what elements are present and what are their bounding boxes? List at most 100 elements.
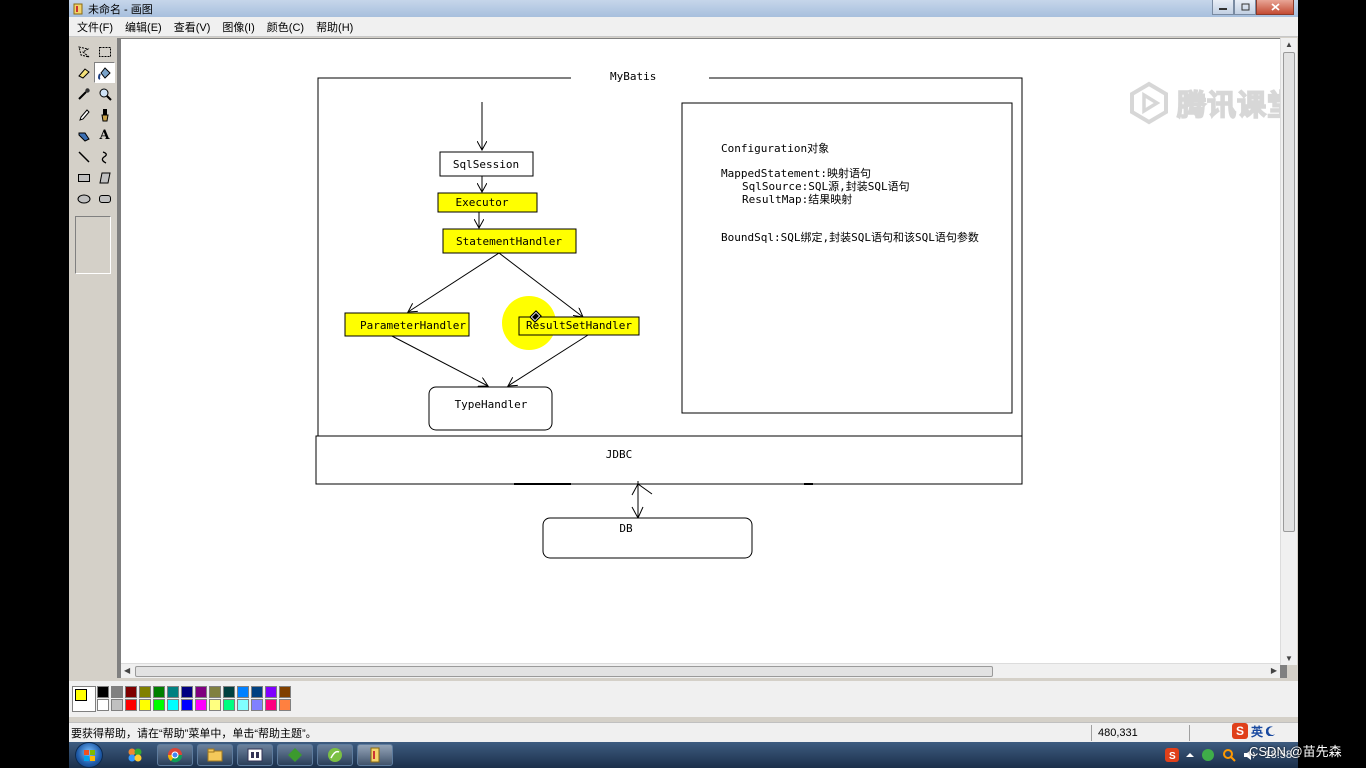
color-swatch[interactable] bbox=[167, 686, 179, 698]
menu-view[interactable]: 查看(V) bbox=[173, 21, 211, 34]
brush-tool-icon bbox=[100, 108, 109, 121]
color-swatch[interactable] bbox=[181, 699, 193, 711]
pinwheel-icon bbox=[128, 748, 142, 762]
color-swatch[interactable] bbox=[139, 686, 151, 698]
scroll-down-icon[interactable]: ▼ bbox=[1285, 654, 1293, 663]
pencil-tool-icon bbox=[78, 108, 90, 121]
ime-indicator[interactable]: S 英 bbox=[1232, 721, 1292, 741]
color-swatch[interactable] bbox=[265, 686, 277, 698]
close-button[interactable] bbox=[1256, 0, 1294, 15]
rounded-rect-tool[interactable] bbox=[94, 188, 115, 209]
db-box bbox=[542, 517, 753, 559]
color-swatch[interactable] bbox=[279, 686, 291, 698]
scroll-left-icon[interactable]: ◀ bbox=[124, 666, 131, 675]
color-swatch[interactable] bbox=[209, 686, 221, 698]
start-button[interactable] bbox=[75, 742, 103, 768]
rectangle-tool[interactable] bbox=[73, 167, 94, 188]
color-swatch[interactable] bbox=[111, 699, 123, 711]
paint-icon bbox=[370, 747, 380, 763]
sogou-tray-icon[interactable]: S bbox=[1165, 748, 1180, 762]
magnifier-tool[interactable] bbox=[94, 83, 115, 104]
title-bar[interactable]: 未命名 - 画图 bbox=[69, 0, 1298, 17]
color-swatch[interactable] bbox=[265, 699, 277, 711]
color-swatch[interactable] bbox=[195, 699, 207, 711]
taskbar-app-leaf[interactable] bbox=[317, 744, 353, 766]
line-tool[interactable] bbox=[73, 146, 94, 167]
color-swatch[interactable] bbox=[125, 699, 137, 711]
airbrush-tool[interactable] bbox=[73, 125, 94, 146]
taskbar-clock[interactable]: 18:58 bbox=[1264, 749, 1292, 761]
color-swatch[interactable] bbox=[279, 699, 291, 711]
taskbar-app-paint[interactable] bbox=[357, 744, 393, 766]
airbrush-tool-icon bbox=[78, 132, 90, 142]
menu-file[interactable]: 文件(F) bbox=[77, 21, 114, 34]
menu-edit[interactable]: 编辑(E) bbox=[125, 21, 162, 34]
color-picker-tool[interactable] bbox=[73, 83, 94, 104]
scroll-right-icon[interactable]: ▶ bbox=[1270, 666, 1277, 675]
color-swatch[interactable] bbox=[153, 699, 165, 711]
rect-select-tool[interactable] bbox=[94, 41, 115, 62]
taskbar-app-pinwheel[interactable] bbox=[117, 744, 153, 766]
close-icon bbox=[1270, 3, 1280, 11]
color-swatch[interactable] bbox=[181, 686, 193, 698]
brush-tool[interactable] bbox=[94, 104, 115, 125]
vertical-scrollbar[interactable]: ▲ ▼ bbox=[1280, 38, 1297, 665]
free-select-tool[interactable] bbox=[73, 41, 94, 62]
color-swatch[interactable] bbox=[167, 699, 179, 711]
ellipse-tool[interactable] bbox=[73, 188, 94, 209]
taskbar-app-media[interactable] bbox=[237, 744, 273, 766]
statementhandler-label: StatementHandler bbox=[456, 235, 562, 248]
maximize-button[interactable] bbox=[1234, 0, 1256, 15]
taskbar-app-green[interactable] bbox=[277, 744, 313, 766]
scroll-up-icon[interactable]: ▲ bbox=[1285, 40, 1293, 49]
color-swatch[interactable] bbox=[223, 699, 235, 711]
show-hidden-icons[interactable] bbox=[1186, 751, 1195, 759]
color-swatch[interactable] bbox=[97, 699, 109, 711]
color-swatch[interactable] bbox=[237, 686, 249, 698]
chrome-icon bbox=[167, 748, 183, 763]
network-tray-icon[interactable] bbox=[1201, 748, 1215, 762]
rect-select-tool-icon bbox=[98, 46, 111, 57]
vertical-scroll-thumb[interactable] bbox=[1283, 52, 1295, 532]
drawing-canvas[interactable]: MyBatis Configuration对象 MappedStatement:… bbox=[121, 39, 1282, 664]
status-help-text: 要获得帮助，请在“帮助”菜单中，单击“帮助主题”。 bbox=[71, 727, 317, 740]
color-swatch[interactable] bbox=[139, 699, 151, 711]
color-swatch[interactable] bbox=[209, 699, 221, 711]
menu-colors[interactable]: 颜色(C) bbox=[266, 21, 305, 34]
rounded-rect-tool-icon bbox=[98, 194, 111, 203]
jdbc-box bbox=[315, 435, 1023, 485]
color-swatch[interactable] bbox=[237, 699, 249, 711]
text-tool[interactable]: A bbox=[94, 125, 115, 146]
color-swatch[interactable] bbox=[195, 686, 207, 698]
system-tray: S 18:58 bbox=[1165, 746, 1292, 764]
arrow-parameter-typehandler bbox=[389, 334, 488, 386]
taskbar-app-chrome[interactable] bbox=[157, 744, 193, 766]
color-swatch[interactable] bbox=[125, 686, 137, 698]
statementhandler-box bbox=[442, 228, 577, 254]
window-title: 未命名 - 画图 bbox=[88, 3, 153, 16]
color-swatch[interactable] bbox=[111, 686, 123, 698]
horizontal-scrollbar[interactable]: ◀ ▶ bbox=[121, 663, 1280, 678]
color-swatch[interactable] bbox=[153, 686, 165, 698]
note-bound-sql: BoundSql:SQL绑定,封装SQL语句和该SQL语句参数 bbox=[721, 230, 979, 244]
menu-image[interactable]: 图像(I) bbox=[222, 21, 255, 34]
taskbar-app-explorer[interactable] bbox=[197, 744, 233, 766]
polygon-tool[interactable] bbox=[94, 167, 115, 188]
horizontal-scroll-thumb[interactable] bbox=[135, 666, 993, 677]
color-swatch[interactable] bbox=[97, 686, 109, 698]
color-swatch[interactable] bbox=[223, 686, 235, 698]
menu-help[interactable]: 帮助(H) bbox=[316, 21, 354, 34]
curve-tool[interactable] bbox=[94, 146, 115, 167]
search-tray-icon[interactable] bbox=[1222, 748, 1237, 762]
volume-icon[interactable] bbox=[1243, 748, 1257, 762]
status-coordinates: 480,331 bbox=[1098, 727, 1138, 739]
color-swatch[interactable] bbox=[251, 686, 263, 698]
minimize-button[interactable] bbox=[1212, 0, 1234, 15]
menu-bar: 文件(F) 编辑(E) 查看(V) 图像(I) 颜色(C) 帮助(H) bbox=[69, 17, 1298, 37]
eraser-tool[interactable] bbox=[73, 62, 94, 83]
tool-options-panel[interactable] bbox=[75, 216, 111, 274]
color-swatch[interactable] bbox=[251, 699, 263, 711]
jdbc-label: JDBC bbox=[606, 448, 633, 461]
fill-tool[interactable] bbox=[94, 62, 115, 83]
pencil-tool[interactable] bbox=[73, 104, 94, 125]
